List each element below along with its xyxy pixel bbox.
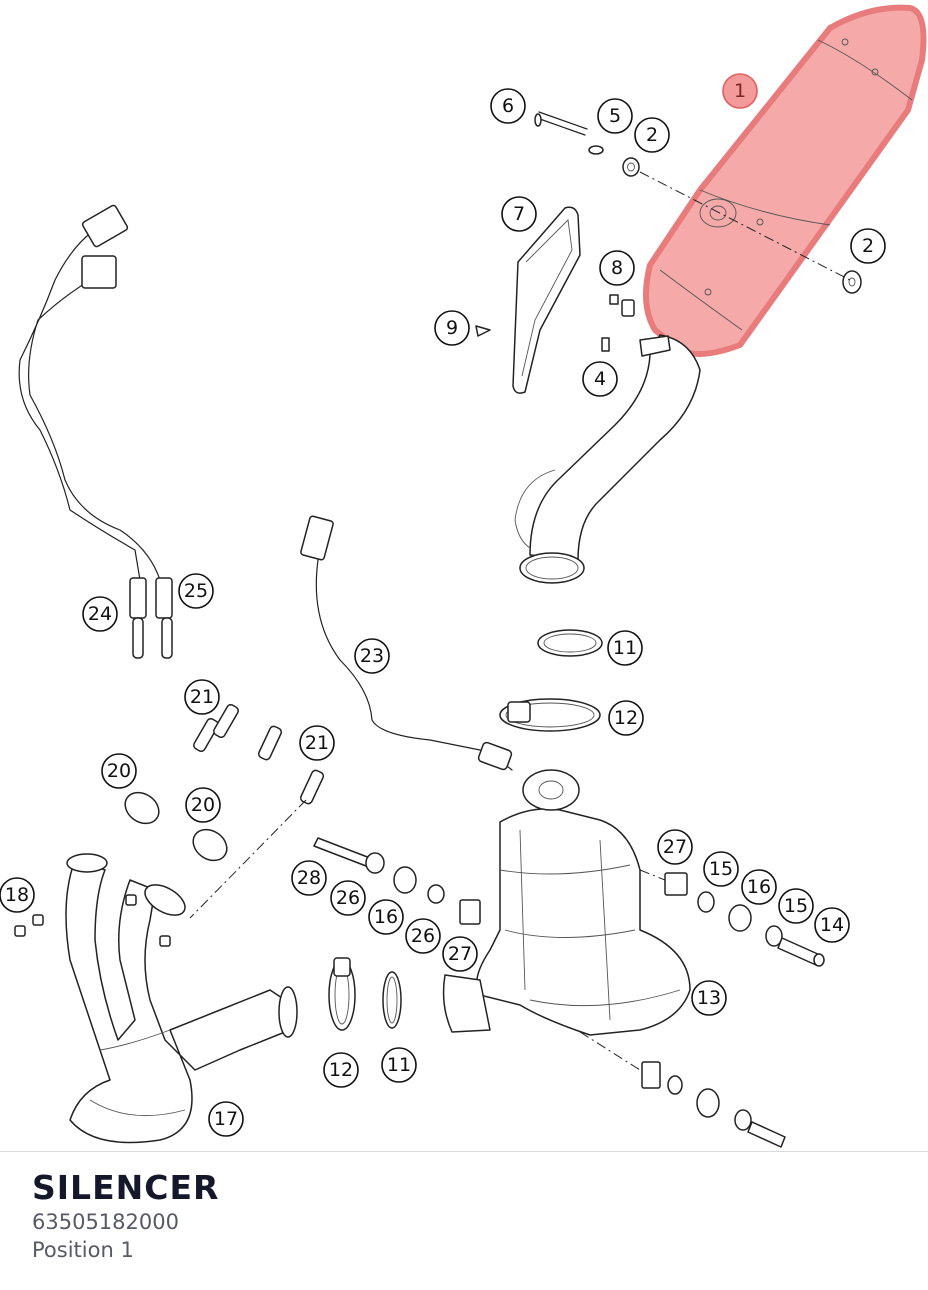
callout-21[interactable]: 21	[184, 679, 220, 715]
spring-nut-8	[609, 294, 635, 317]
pre-silencer-13	[442, 769, 691, 1036]
svg-text:27: 27	[663, 836, 687, 858]
svg-text:21: 21	[190, 686, 214, 708]
svg-text:12: 12	[329, 1059, 353, 1081]
callout-21[interactable]: 21	[299, 725, 335, 761]
hose-clamp-12	[499, 698, 601, 732]
svg-text:16: 16	[747, 876, 771, 898]
callout-20[interactable]: 20	[101, 753, 137, 789]
clip-4	[601, 337, 610, 352]
svg-text:27: 27	[448, 943, 472, 965]
callout-15[interactable]: 15	[703, 851, 739, 887]
callout-20[interactable]: 20	[185, 787, 221, 823]
hose-clamp-12-lower	[328, 957, 356, 1031]
callout-26[interactable]: 26	[405, 918, 441, 954]
svg-text:9: 9	[446, 317, 458, 339]
callout-2[interactable]: 2	[850, 228, 886, 264]
svg-text:24: 24	[88, 603, 112, 625]
svg-text:8: 8	[611, 257, 623, 279]
svg-text:20: 20	[191, 794, 215, 816]
part-position: Position 1	[32, 1238, 134, 1262]
svg-text:2: 2	[646, 124, 658, 146]
callout-11[interactable]: 11	[381, 1047, 417, 1083]
callout-27[interactable]: 27	[442, 936, 478, 972]
part-title: SILENCER	[32, 1168, 220, 1207]
callout-27[interactable]: 27	[657, 829, 693, 865]
svg-text:28: 28	[297, 867, 321, 889]
callout-9[interactable]: 9	[434, 310, 470, 346]
svg-text:7: 7	[513, 203, 525, 225]
svg-text:4: 4	[594, 368, 606, 390]
mount-hardware-bottom	[579, 1031, 786, 1148]
svg-text:1: 1	[734, 80, 746, 102]
mount-hardware-right	[639, 869, 825, 967]
exploded-parts-diagram: 1 6 5 2 2 7 8 9 4 25 24 23 11 12 21 21 2…	[0, 4, 927, 1148]
part-number: 63505182000	[32, 1210, 179, 1234]
callout-4[interactable]: 4	[582, 361, 618, 397]
silencer-part-highlighted[interactable]	[643, 4, 927, 357]
svg-text:25: 25	[184, 580, 208, 602]
callout-13[interactable]: 13	[691, 980, 727, 1016]
bolt-6	[534, 111, 588, 136]
lambda-cable	[300, 515, 513, 771]
callout-23[interactable]: 23	[354, 638, 390, 674]
exhaust-manifold-17	[65, 853, 298, 1144]
callout-2[interactable]: 2	[634, 117, 670, 153]
callout-12[interactable]: 12	[608, 700, 644, 736]
svg-text:26: 26	[411, 925, 435, 947]
callout-7[interactable]: 7	[501, 196, 537, 232]
svg-text:17: 17	[214, 1108, 238, 1130]
svg-text:20: 20	[107, 760, 131, 782]
part-info-footer: SILENCER 63505182000 Position 1	[32, 1168, 219, 1264]
svg-text:14: 14	[820, 914, 844, 936]
callout-17[interactable]: 17	[208, 1101, 244, 1137]
rubber-bushing-2b	[842, 270, 862, 294]
svg-text:12: 12	[614, 707, 638, 729]
gaskets-20	[124, 791, 228, 862]
callout-16[interactable]: 16	[741, 869, 777, 905]
heat-shield	[512, 206, 581, 394]
callout-18[interactable]: 18	[0, 877, 35, 913]
callout-1[interactable]: 1	[722, 73, 758, 109]
svg-text:11: 11	[387, 1054, 411, 1076]
nuts-18	[14, 894, 171, 947]
svg-text:5: 5	[609, 105, 621, 127]
svg-text:6: 6	[502, 95, 514, 117]
rubber-bushing-2	[622, 157, 640, 177]
callout-5[interactable]: 5	[597, 98, 633, 134]
svg-text:15: 15	[709, 858, 733, 880]
mount-hardware-left	[313, 837, 481, 925]
callout-26[interactable]: 26	[330, 880, 366, 916]
svg-text:18: 18	[5, 884, 29, 906]
callout-6[interactable]: 6	[490, 88, 526, 124]
gasket-ring-11-lower	[382, 971, 402, 1029]
callout-28[interactable]: 28	[291, 860, 327, 896]
gasket-ring-11	[537, 629, 603, 657]
svg-text:15: 15	[784, 895, 808, 917]
studs-21	[193, 703, 325, 805]
lambda-sensor-harness	[18, 204, 173, 659]
svg-text:23: 23	[360, 645, 384, 667]
callout-8[interactable]: 8	[599, 250, 635, 286]
callout-15[interactable]: 15	[778, 888, 814, 924]
stud-axis-line	[189, 799, 307, 919]
callout-24[interactable]: 24	[82, 596, 118, 632]
svg-text:21: 21	[305, 732, 329, 754]
svg-text:13: 13	[697, 987, 721, 1009]
screw-9	[475, 325, 491, 337]
link-pipe	[514, 334, 701, 584]
callout-16[interactable]: 16	[368, 899, 404, 935]
svg-text:11: 11	[613, 637, 637, 659]
svg-text:16: 16	[374, 906, 398, 928]
footer-divider	[0, 1151, 928, 1152]
callout-14[interactable]: 14	[814, 907, 850, 943]
callout-25[interactable]: 25	[178, 573, 214, 609]
callout-11[interactable]: 11	[607, 630, 643, 666]
washer-5	[588, 145, 604, 155]
svg-text:2: 2	[862, 235, 874, 257]
svg-text:26: 26	[336, 887, 360, 909]
callout-12[interactable]: 12	[323, 1052, 359, 1088]
